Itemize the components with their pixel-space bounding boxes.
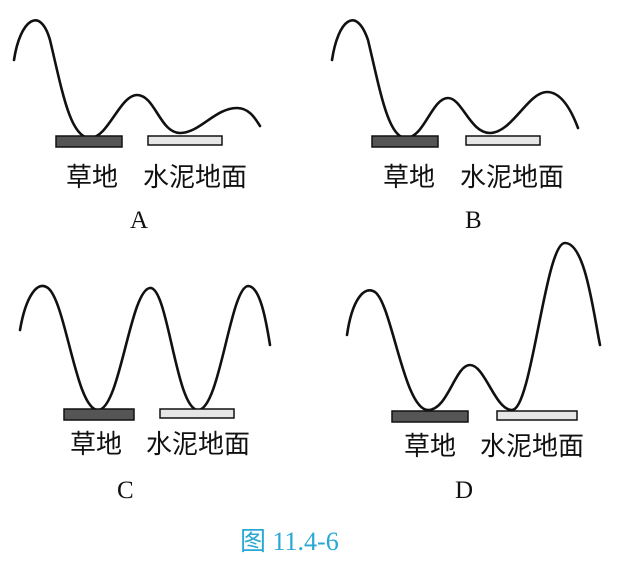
panel-b: 草地 水泥地面 B [330,19,580,234]
panel-b-cement-label: 水泥地面 [460,163,564,193]
panel-c-wave [18,284,272,412]
panel-c-cement-bar [159,408,235,419]
panel-a-letter: A [130,207,148,234]
panel-d-cement-label: 水泥地面 [480,432,584,462]
panel-d-grass-bar [391,410,469,423]
panel-a-cement-bar [147,135,223,146]
panel-b-grass-label: 草地 [383,163,435,193]
panel-c-grass-bar [63,408,135,421]
panel-d-letter: D [455,477,473,504]
panel-a-grass-label: 草地 [66,163,118,193]
panel-d: 草地 水泥地面 D [345,241,602,504]
panel-c-letter: C [117,477,134,504]
panel-b-grass-bar [371,135,439,148]
panel-d-wave [345,241,602,412]
panel-b-wave [330,19,580,140]
figure-caption: 图 11.4-6 [240,527,339,556]
panel-a-grass-bar [55,135,123,148]
panel-b-letter: B [465,207,482,234]
panel-a: 草地 水泥地面 A [12,19,262,234]
panel-d-cement-bar [496,410,578,421]
panel-a-wave [12,19,262,140]
panel-c-grass-label: 草地 [70,430,122,460]
panel-a-cement-label: 水泥地面 [143,163,247,193]
panel-d-grass-label: 草地 [404,432,456,462]
panel-c-cement-label: 水泥地面 [146,430,250,460]
panel-b-cement-bar [465,135,541,146]
panel-c: 草地 水泥地面 C [18,284,272,504]
